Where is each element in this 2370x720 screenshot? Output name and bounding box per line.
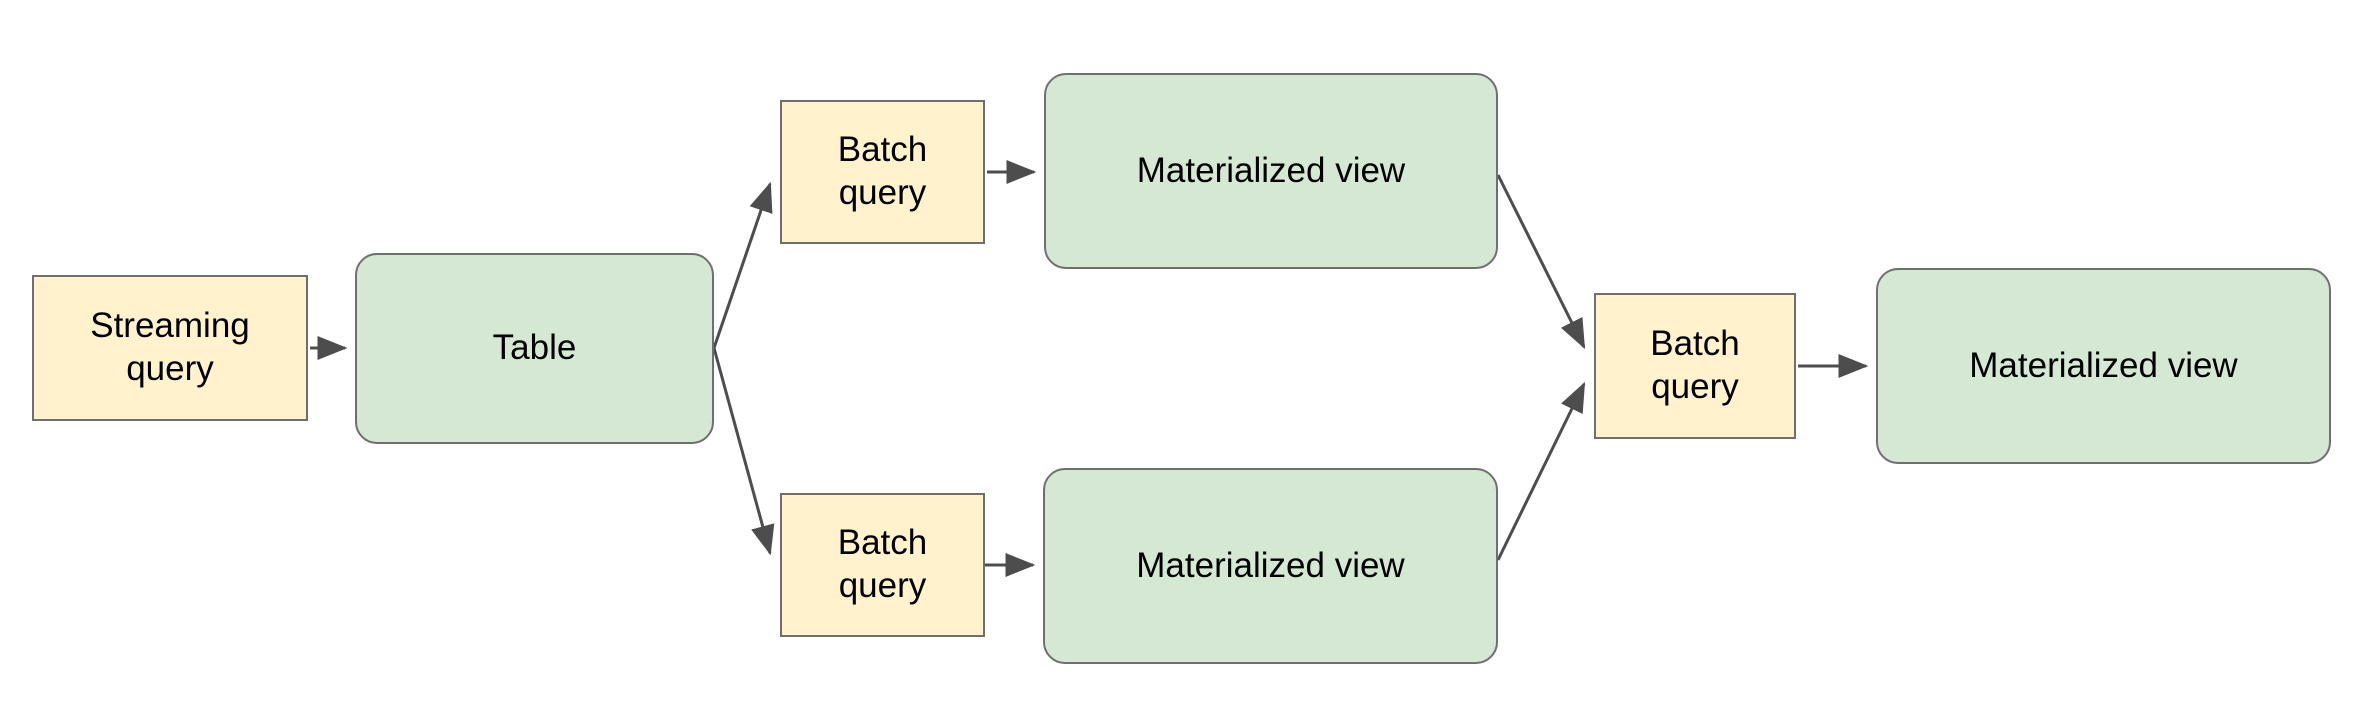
node-batch-query-top[interactable]: Batch query [780,100,985,244]
node-materialized-view-final[interactable]: Materialized view [1876,268,2331,464]
node-batch-query-join[interactable]: Batch query [1594,293,1796,439]
edge-mv-bottom-to-batch-join [1496,381,1586,561]
node-materialized-view-top[interactable]: Materialized view [1044,73,1498,269]
node-label-batch-query-join: Batch query [1650,324,1740,406]
node-table[interactable]: Table [355,253,714,444]
node-materialized-view-bottom[interactable]: Materialized view [1043,468,1498,664]
node-label-batch-query-bottom: Batch query [837,523,928,605]
edge-table-to-batch-top [712,181,773,349]
node-label-materialized-view-final: Materialized view [1969,345,2238,385]
node-label-materialized-view-bottom: Materialized view [1136,545,1405,585]
node-streaming-query[interactable]: Streaming query [32,275,308,421]
node-label-streaming-query: Streaming query [90,306,250,388]
node-label-table: Table [492,328,577,368]
edge-table-to-batch-bottom [712,347,775,556]
node-label-materialized-view-top: Materialized view [1136,150,1406,190]
node-batch-query-bottom[interactable]: Batch query [780,493,985,637]
edge-mv-top-to-batch-join [1496,174,1586,350]
node-label-batch-query-top: Batch query [837,130,928,212]
